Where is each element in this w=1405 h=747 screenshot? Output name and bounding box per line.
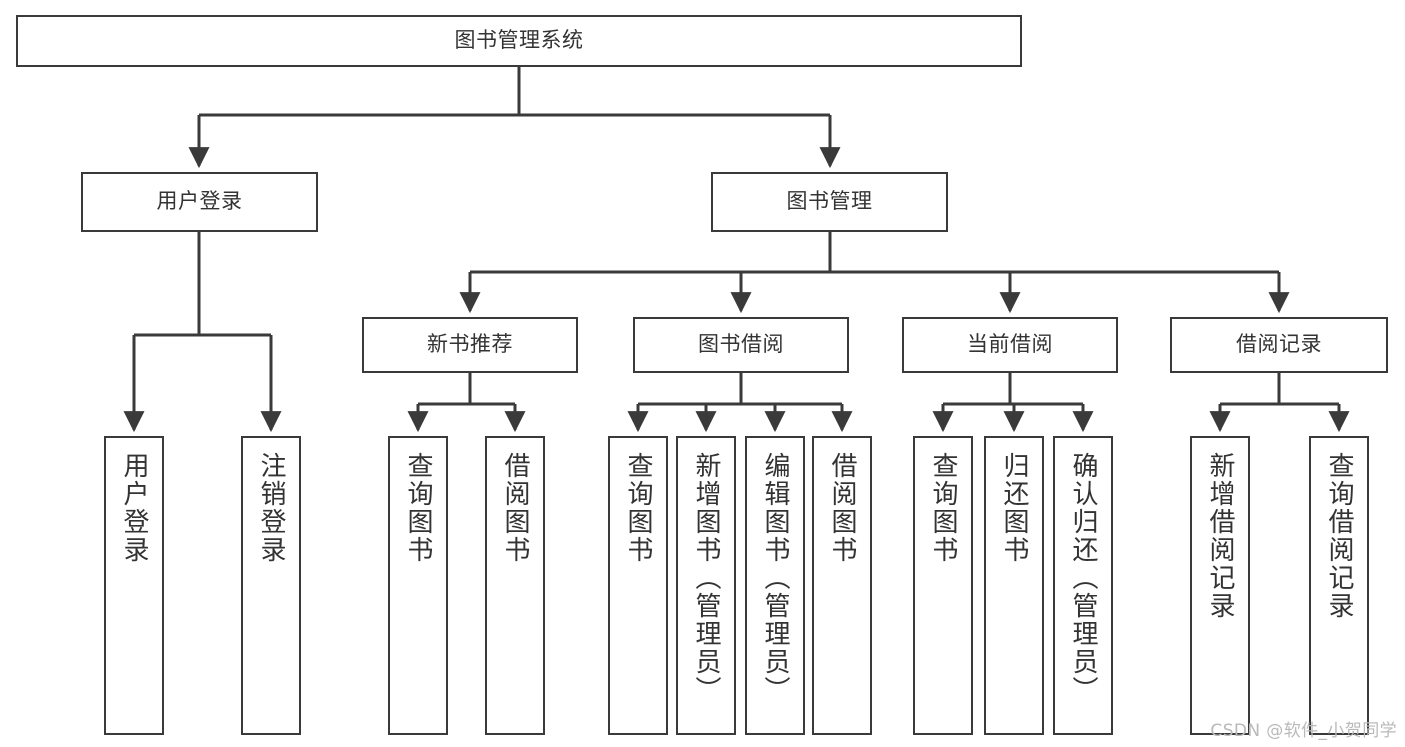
csdn-watermark: CSDN @软件_小贺同学 (1210, 721, 1397, 741)
node-book-borrow[interactable]: 图书借阅 (633, 317, 849, 373)
leaf-node-borrow-book[interactable]: 借阅图书 (812, 436, 872, 735)
leaf-node-user-login-label: 用户登录 (119, 452, 149, 564)
leaf-node-user-logout-label: 注销登录 (256, 452, 286, 564)
node-user-login-label: 用户登录 (156, 189, 243, 214)
node-root-system[interactable]: 图书管理系统 (16, 15, 1022, 67)
leaf-node-return-book[interactable]: 归还图书 (984, 436, 1044, 735)
leaf-node-query-book-borrow[interactable]: 查询图书 (608, 436, 668, 735)
leaf-node-query-book-borrow-label: 查询图书 (623, 452, 653, 564)
leaf-node-edit-book-admin-label: 编辑图书（管理员） (760, 452, 790, 704)
node-new-book-recommend[interactable]: 新书推荐 (362, 317, 578, 373)
node-book-manage-label: 图书管理 (786, 189, 873, 214)
leaf-node-add-book-admin[interactable]: 新增图书（管理员） (676, 436, 736, 735)
leaf-node-user-login[interactable]: 用户登录 (104, 436, 164, 735)
node-user-login[interactable]: 用户登录 (81, 172, 318, 232)
leaf-node-edit-book-admin[interactable]: 编辑图书（管理员） (745, 436, 805, 735)
leaf-node-borrow-book-recommend[interactable]: 借阅图书 (485, 436, 545, 735)
node-root-system-label: 图书管理系统 (454, 28, 584, 53)
leaf-node-query-borrow-record-label: 查询借阅记录 (1324, 452, 1354, 620)
node-borrow-record-label: 借阅记录 (1236, 332, 1322, 357)
node-borrow-record[interactable]: 借阅记录 (1170, 317, 1388, 373)
node-current-borrow-label: 当前借阅 (967, 332, 1053, 357)
leaf-node-query-book-recommend-label: 查询图书 (403, 452, 433, 564)
leaf-node-user-logout[interactable]: 注销登录 (241, 436, 301, 735)
leaf-node-query-book-recommend[interactable]: 查询图书 (388, 436, 448, 735)
node-book-borrow-label: 图书借阅 (698, 332, 784, 357)
leaf-node-confirm-return-admin-label: 确认归还（管理员） (1068, 452, 1098, 704)
leaf-node-return-book-label: 归还图书 (999, 452, 1029, 564)
leaf-node-add-borrow-record-label: 新增借阅记录 (1205, 452, 1235, 620)
leaf-node-confirm-return-admin[interactable]: 确认归还（管理员） (1053, 436, 1113, 735)
leaf-node-query-book-current-label: 查询图书 (928, 452, 958, 564)
leaf-node-borrow-book-label: 借阅图书 (827, 452, 857, 564)
leaf-node-borrow-book-recommend-label: 借阅图书 (500, 452, 530, 564)
leaf-node-add-borrow-record[interactable]: 新增借阅记录 (1190, 436, 1250, 735)
leaf-node-query-borrow-record[interactable]: 查询借阅记录 (1309, 436, 1369, 735)
node-new-book-recommend-label: 新书推荐 (427, 332, 513, 357)
leaf-node-query-book-current[interactable]: 查询图书 (913, 436, 973, 735)
node-current-borrow[interactable]: 当前借阅 (902, 317, 1118, 373)
leaf-node-add-book-admin-label: 新增图书（管理员） (691, 452, 721, 704)
node-book-manage[interactable]: 图书管理 (711, 172, 948, 232)
